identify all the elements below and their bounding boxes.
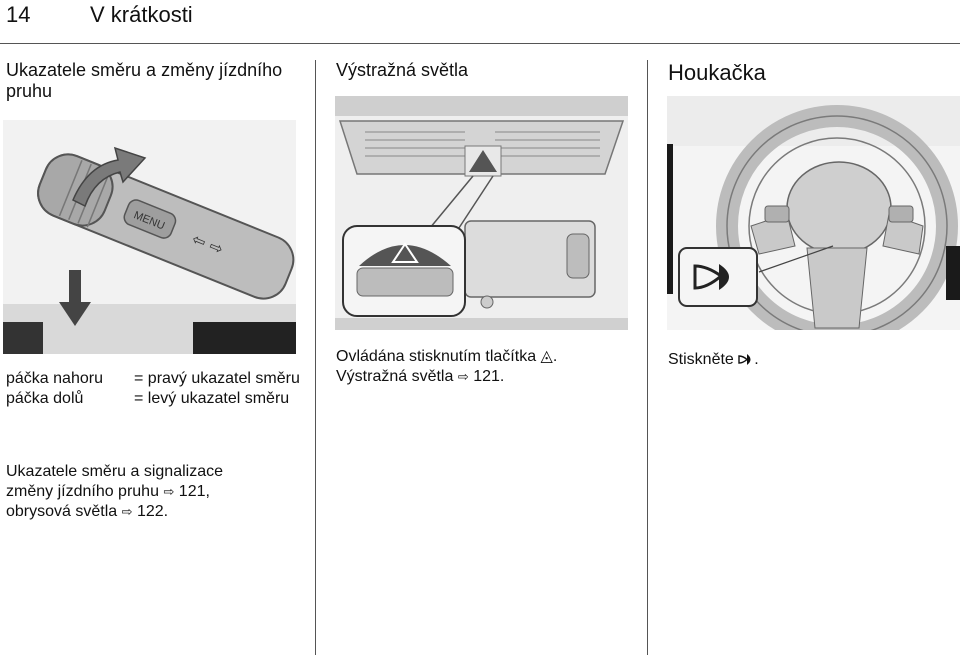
- turn-signals-paragraph: Ukazatele směru a signalizace změny jízd…: [6, 462, 301, 522]
- ref-arrow-icon: ⇨: [121, 504, 133, 519]
- definition-text: = levý ukazatel směru: [134, 390, 290, 407]
- steering-wheel-horn-figure: [667, 96, 960, 330]
- horn-icon: [738, 351, 754, 368]
- column-divider: [315, 60, 316, 655]
- ref-arrow-icon: ⇨: [163, 484, 175, 499]
- horn-heading: Houkačka: [668, 60, 766, 85]
- turn-signals-heading-block: Ukazatele směru a změny jízdního pruhu: [6, 60, 301, 102]
- ref-arrow-icon: ⇨: [457, 369, 469, 384]
- para-line: Stiskněte .: [668, 351, 759, 368]
- header-rule: [0, 43, 960, 44]
- horn-heading-block: Houkačka: [668, 60, 958, 86]
- hazard-switch-figure: [335, 96, 628, 330]
- page-number: 14: [6, 2, 31, 27]
- para-line: obrysová světla ⇨ 122.: [6, 503, 169, 520]
- hazard-heading-block: Výstražná světla: [336, 60, 636, 81]
- hazard-paragraph: Ovládána stisknutím tlačítka ◬. Výstražn…: [336, 347, 636, 387]
- definition-row: páčka dolů = levý ukazatel směru: [6, 389, 301, 409]
- page-header: 14 V krátkosti: [0, 0, 960, 46]
- turn-signal-lever-figure: MENU ⇦ ⇨: [3, 120, 296, 354]
- turn-signals-heading: Ukazatele směru a změny jízdního pruhu: [6, 60, 283, 101]
- para-line: Výstražná světla ⇨ 121.: [336, 368, 505, 385]
- definition-term: páčka dolů: [6, 390, 84, 407]
- definition-term: páčka nahoru: [6, 370, 103, 387]
- para-line: změny jízdního pruhu ⇨ 121,: [6, 483, 210, 500]
- section-title: V krátkosti: [90, 2, 193, 27]
- definition-text: = pravý ukazatel směru: [134, 370, 300, 387]
- para-line: Ukazatele směru a signalizace: [6, 463, 223, 480]
- lever-definition-list: páčka nahoru = pravý ukazatel směru páčk…: [6, 369, 301, 409]
- hazard-triangle-icon: ◬: [540, 348, 553, 365]
- hazard-heading: Výstražná světla: [336, 60, 469, 80]
- para-line: Ovládána stisknutím tlačítka ◬.: [336, 348, 558, 365]
- column-divider: [647, 60, 648, 655]
- horn-paragraph: Stiskněte .: [668, 350, 958, 370]
- definition-row: páčka nahoru = pravý ukazatel směru: [6, 369, 301, 389]
